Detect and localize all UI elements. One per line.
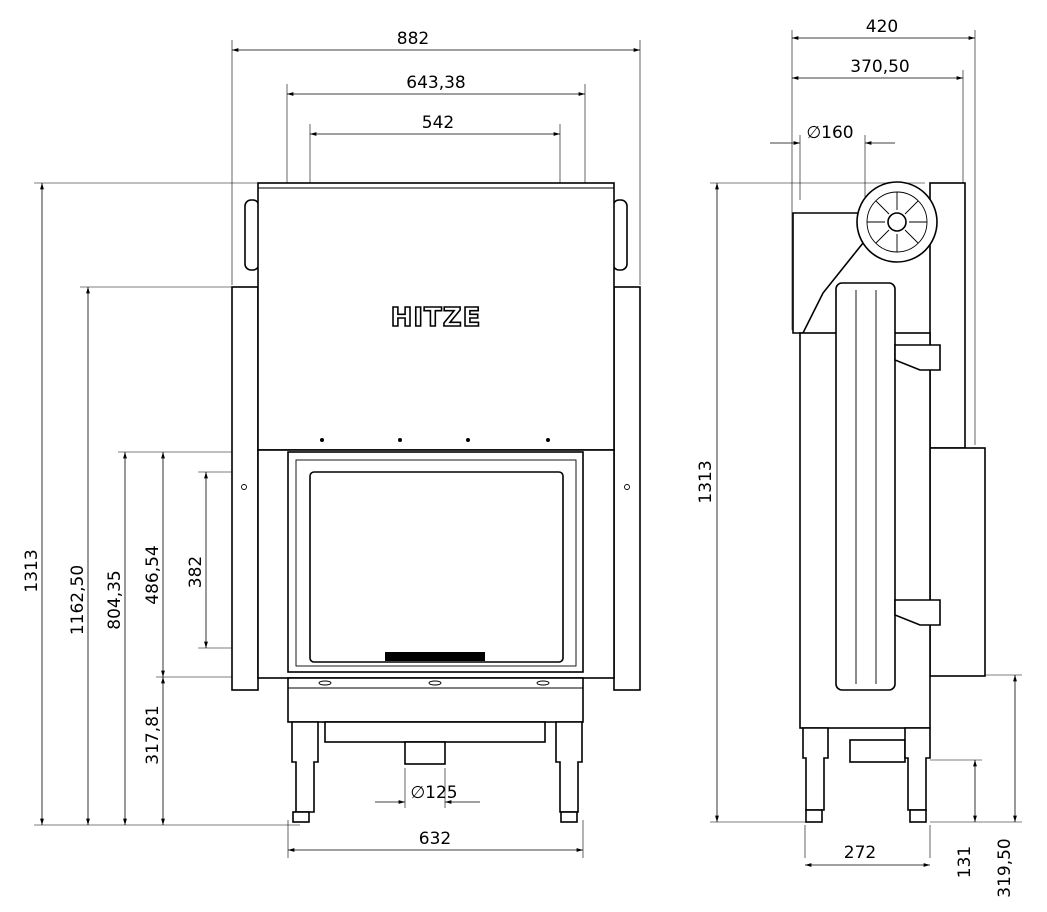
front-dimension-labels: 882 643,38 542 1313 1162,50 804,35 486,5… [22, 29, 466, 849]
top-hood [257, 182, 615, 451]
front-body: HITZE [231, 182, 641, 823]
right-side-panel [613, 286, 641, 691]
side-view: 420 370,50 ∅160 1313 272 131 319,50 [696, 17, 1022, 898]
dim-depth-body: 370,50 [850, 57, 909, 77]
front-dimension-lines [40, 48, 640, 852]
side-air-inlet [849, 739, 906, 763]
door-handle-grille [385, 652, 485, 661]
dim-depth-overall: 420 [866, 17, 898, 37]
dim-width-overall: 882 [397, 29, 429, 49]
dim-door-bottom-height: 319,50 [995, 838, 1015, 897]
side-rear-foot [909, 809, 927, 823]
side-body [792, 181, 986, 823]
right-fan-housing [612, 199, 628, 271]
side-dimension-labels: 420 370,50 ∅160 1313 272 131 319,50 [696, 17, 1015, 898]
left-side-panel [231, 286, 259, 691]
dim-height-side-panel: 1162,50 [68, 565, 88, 635]
side-rear-leg [904, 727, 931, 811]
hood-bolts [320, 438, 550, 442]
ash-tray [324, 721, 546, 743]
dim-height-door: 486,54 [143, 545, 163, 604]
dim-flue-diameter: ∅160 [806, 123, 853, 143]
front-view: HITZE [22, 29, 641, 858]
dim-air-inlet-diameter: ∅125 [410, 783, 457, 803]
left-leg [291, 721, 319, 813]
dim-side-height-overall: 1313 [696, 460, 716, 503]
side-dimension-lines [715, 36, 1017, 867]
dim-width-frame: 643,38 [406, 73, 465, 93]
side-door-profile [835, 282, 896, 691]
side-extension-lines [710, 30, 1022, 858]
glass-panel [309, 471, 564, 663]
air-inlet [404, 741, 446, 765]
side-back-lower [929, 447, 986, 677]
dim-base-width: 632 [419, 829, 451, 849]
dim-leg-spacing: 272 [844, 843, 876, 863]
dim-height-base: 317,81 [143, 705, 163, 764]
dim-height-overall: 1313 [22, 549, 42, 592]
side-front-leg [802, 727, 829, 811]
dim-inlet-height: 131 [955, 846, 975, 878]
left-fan-housing [244, 199, 260, 271]
upper-hinge [894, 344, 941, 371]
fan-blades [867, 192, 927, 252]
side-front-foot [805, 809, 823, 823]
right-foot [560, 811, 578, 823]
left-foot [292, 811, 310, 823]
dim-width-glass: 542 [422, 113, 454, 133]
dim-height-door-top: 804,35 [105, 570, 125, 629]
brand-logo: HITZE [391, 303, 482, 333]
dim-height-glass: 382 [186, 556, 206, 588]
right-leg [555, 721, 583, 813]
lower-hinge [894, 599, 941, 626]
